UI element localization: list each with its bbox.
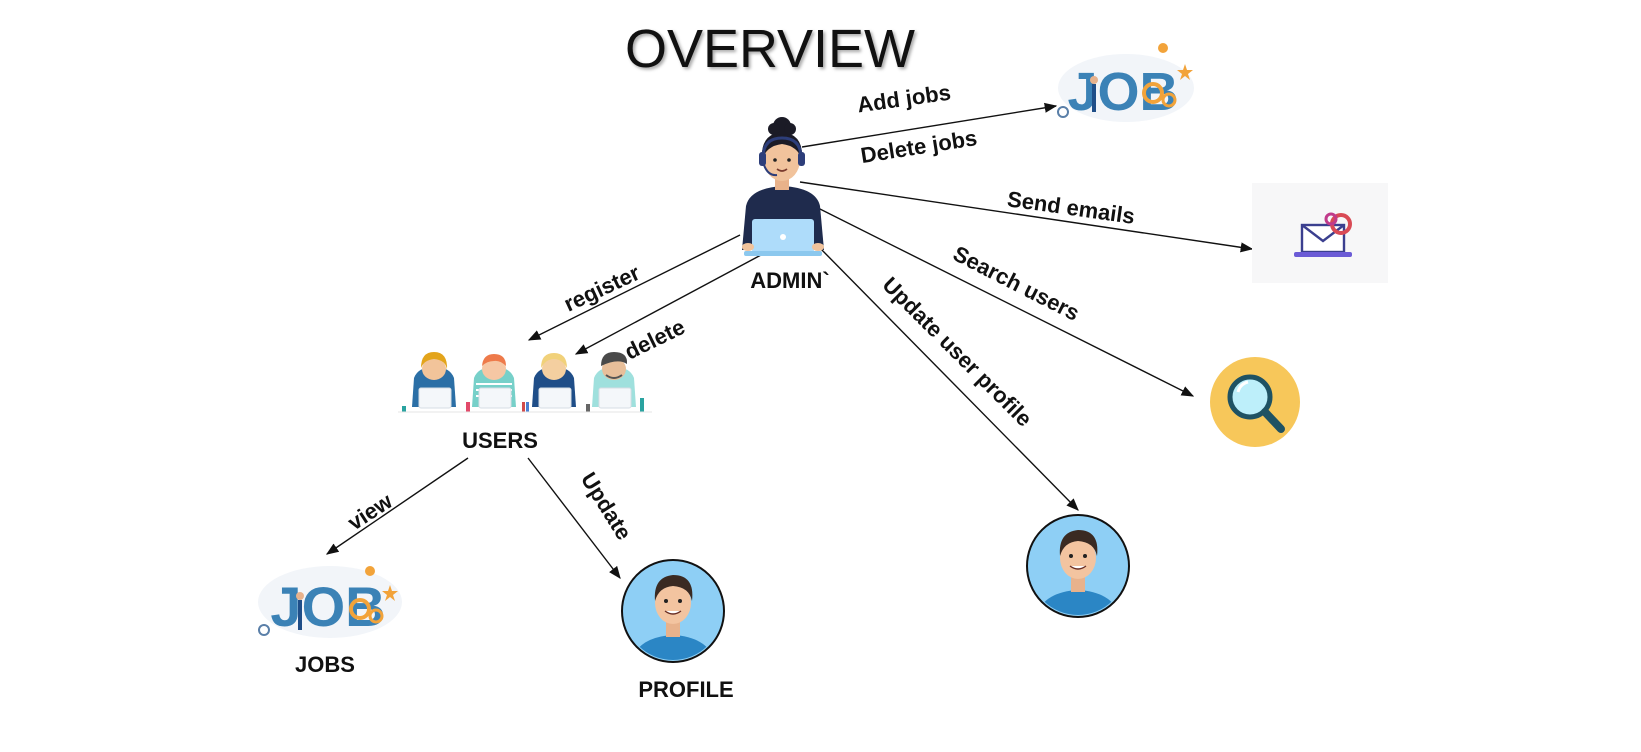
star-icon	[1177, 64, 1193, 80]
user-figure	[402, 352, 456, 412]
magnifier-icon	[258, 624, 270, 636]
star-icon	[382, 585, 398, 601]
label-view: view	[343, 488, 397, 535]
node-label-jobs: JOBS	[295, 652, 355, 677]
node-label-profile: PROFILE	[638, 677, 733, 702]
edge-delete	[574, 254, 762, 355]
profile-avatar-right	[1026, 514, 1130, 618]
gear-icon	[1142, 82, 1164, 104]
job-logo-text: JOB	[270, 575, 385, 638]
label-update-user-profile: Update user profile	[878, 272, 1037, 431]
edges	[325, 102, 1254, 579]
edge-search-users	[807, 202, 1195, 397]
email-settings-image	[1252, 183, 1388, 283]
node-label-users: USERS	[462, 428, 538, 453]
job-logo-bottom: JOB	[258, 566, 402, 638]
laptop-icon	[1294, 252, 1352, 257]
job-logo-top: JOB	[1057, 43, 1194, 122]
node-label-admin: ADMIN`	[750, 268, 829, 293]
edge-update-user-profile	[817, 245, 1079, 511]
edge-register	[527, 234, 741, 341]
label-delete-jobs: Delete jobs	[859, 125, 979, 168]
search-image	[1210, 357, 1300, 447]
gear-icon	[1161, 92, 1177, 108]
admin-figure	[742, 117, 824, 256]
label-add-jobs: Add jobs	[856, 80, 953, 118]
user-figure	[586, 352, 644, 412]
magnifier-icon	[1057, 106, 1069, 118]
gear-icon	[349, 598, 371, 620]
edge-view	[325, 457, 469, 555]
profile-avatar-bottom	[621, 559, 725, 663]
gear-icon	[368, 608, 384, 624]
label-delete: delete	[621, 314, 689, 364]
label-register: register	[560, 260, 644, 317]
user-figure	[466, 354, 516, 412]
edge-send-emails	[799, 181, 1254, 253]
edge-update	[527, 457, 621, 579]
edge-add-jobs	[801, 102, 1058, 148]
page-title: OVERVIEW	[625, 19, 915, 79]
users-group-image	[398, 352, 652, 413]
edge-labels: Add jobs Delete jobs Send emails Search …	[343, 80, 1136, 545]
user-figure	[522, 353, 576, 412]
